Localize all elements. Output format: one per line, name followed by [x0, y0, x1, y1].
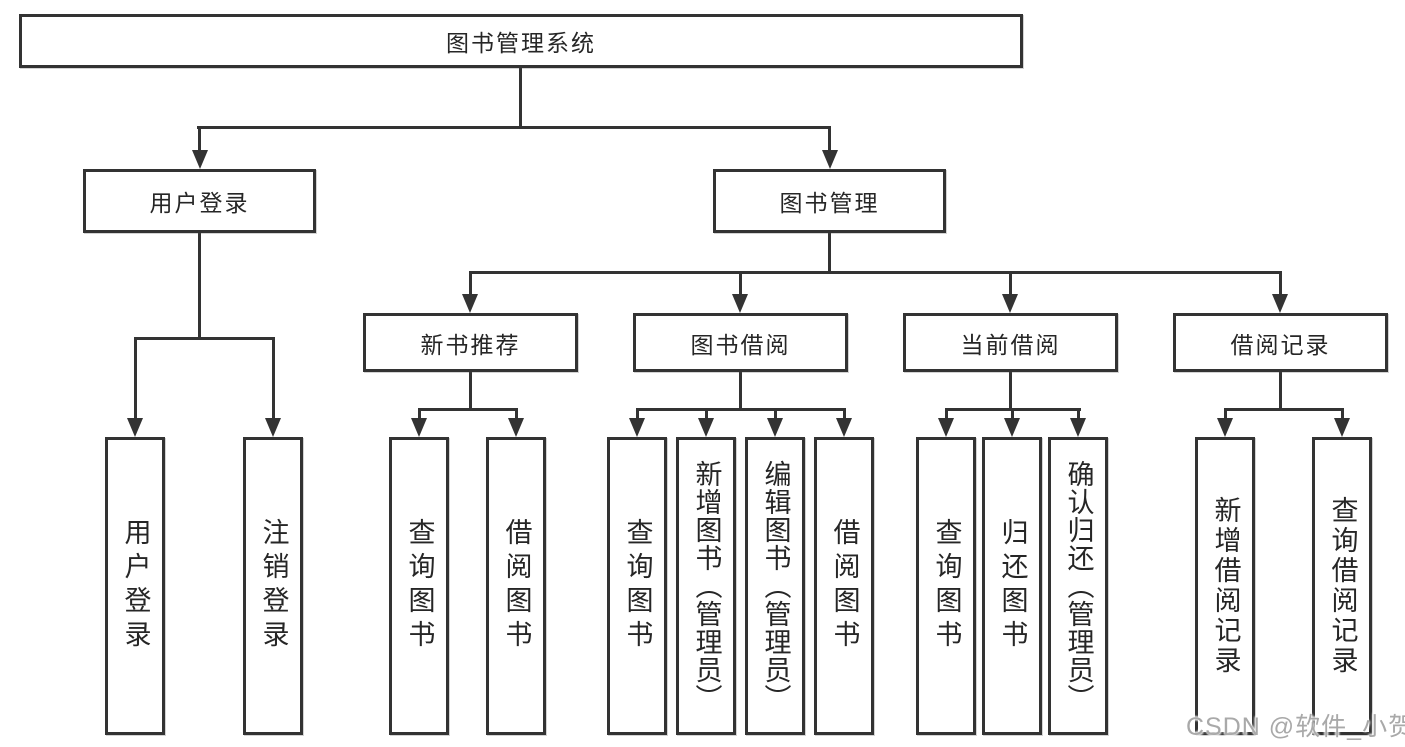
leaf-label: 查询图书 [931, 518, 962, 654]
connector-line [198, 126, 201, 156]
arrowhead-down-icon [1334, 418, 1350, 437]
leaf-label: 归还图书 [997, 518, 1028, 654]
connector-line [1279, 271, 1282, 297]
connector-line [519, 66, 522, 126]
connector-line [843, 408, 846, 422]
connector-line [469, 271, 472, 297]
leaf-return-books: 归还图书 [982, 437, 1042, 735]
leaf-label: 编辑图书（管理员） [760, 460, 791, 712]
connector-line [134, 337, 275, 340]
arrowhead-down-icon [698, 418, 714, 437]
node-book-management: 图书管理 [713, 169, 946, 233]
leaf-add-books-admin: 新增图书（管理员） [676, 437, 736, 735]
connector-line [418, 408, 518, 411]
leaf-label: 新增借阅记录 [1210, 496, 1241, 676]
connector-line [198, 233, 201, 337]
arrowhead-down-icon [1272, 294, 1288, 313]
arrowhead-down-icon [411, 418, 427, 437]
connector-line [469, 271, 1282, 274]
connector-line [418, 408, 421, 422]
leaf-borrow-books: 借阅图书 [486, 437, 546, 735]
arrowhead-down-icon [732, 294, 748, 313]
leaf-user-login: 用户登录 [105, 437, 165, 735]
arrowhead-down-icon [1217, 418, 1233, 437]
leaf-query-borrow-record: 查询借阅记录 [1312, 437, 1372, 735]
connector-line [469, 372, 472, 408]
node-book-borrowing: 图书借阅 [633, 313, 848, 372]
connector-line [272, 337, 275, 421]
arrowhead-down-icon [192, 150, 208, 169]
leaf-label: 借阅图书 [501, 518, 532, 654]
leaf-label: 注销登录 [258, 518, 289, 654]
node-user-login: 用户登录 [83, 169, 316, 233]
connector-line [1224, 408, 1227, 422]
connector-line [1279, 372, 1282, 408]
connector-line [636, 408, 639, 422]
leaf-query-books: 查询图书 [389, 437, 449, 735]
arrowhead-down-icon [1002, 294, 1018, 313]
connector-line [705, 408, 708, 422]
leaf-logout: 注销登录 [243, 437, 303, 735]
connector-line [945, 408, 948, 422]
connector-line [1341, 408, 1344, 422]
connector-line [828, 126, 831, 156]
connector-line [1077, 408, 1080, 422]
connector-line [1009, 372, 1012, 408]
node-current-borrowing: 当前借阅 [903, 313, 1118, 372]
arrowhead-down-icon [1070, 418, 1086, 437]
leaf-label: 新增图书（管理员） [691, 460, 722, 712]
leaf-label: 借阅图书 [829, 518, 860, 654]
arrowhead-down-icon [822, 150, 838, 169]
leaf-label: 确认归还（管理员） [1063, 460, 1094, 712]
leaf-label: 用户登录 [120, 518, 151, 654]
connector-line [739, 271, 742, 297]
leaf-label: 查询图书 [622, 518, 653, 654]
connector-line [828, 233, 831, 271]
arrowhead-down-icon [508, 418, 524, 437]
connector-line [739, 372, 742, 408]
watermark-text: CSDN @软件_小贺同学 [1186, 713, 1405, 741]
connector-line [774, 408, 777, 422]
leaf-borrow-books: 借阅图书 [814, 437, 874, 735]
leaf-query-books: 查询图书 [607, 437, 667, 735]
arrowhead-down-icon [629, 418, 645, 437]
connector-line [1009, 271, 1012, 297]
arrowhead-down-icon [836, 418, 852, 437]
node-library-management-system: 图书管理系统 [19, 14, 1023, 68]
leaf-confirm-return-admin: 确认归还（管理员） [1048, 437, 1108, 735]
arrowhead-down-icon [1004, 418, 1020, 437]
leaf-label: 查询图书 [404, 518, 435, 654]
leaf-edit-books-admin: 编辑图书（管理员） [745, 437, 805, 735]
arrowhead-down-icon [265, 418, 281, 437]
connector-line [1224, 408, 1344, 411]
connector-line [1011, 408, 1014, 422]
connector-line [515, 408, 518, 422]
connector-line [134, 337, 137, 421]
connector-line [197, 126, 831, 129]
arrowhead-down-icon [767, 418, 783, 437]
arrowhead-down-icon [127, 418, 143, 437]
arrowhead-down-icon [462, 294, 478, 313]
arrowhead-down-icon [938, 418, 954, 437]
connector-line [636, 408, 846, 411]
node-new-book-recommendation: 新书推荐 [363, 313, 578, 372]
leaf-query-books: 查询图书 [916, 437, 976, 735]
node-borrowing-records: 借阅记录 [1173, 313, 1388, 372]
leaf-add-borrow-record: 新增借阅记录 [1195, 437, 1255, 735]
leaf-label: 查询借阅记录 [1327, 496, 1358, 676]
